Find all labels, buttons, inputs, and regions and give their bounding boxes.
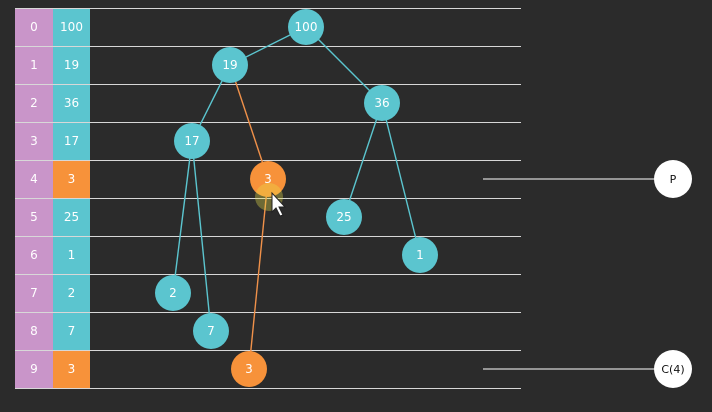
tree-node-n0: 100 <box>288 9 324 45</box>
array-index-0: 0 <box>15 8 53 46</box>
array-index-4: 4 <box>15 160 53 198</box>
array-value-7: 2 <box>53 274 90 312</box>
row-line <box>15 122 521 123</box>
row-line <box>15 198 521 199</box>
array-value-4: 3 <box>53 160 90 198</box>
row-line <box>15 160 521 161</box>
tree-node-n8: 7 <box>193 313 229 349</box>
mouse-cursor-icon <box>255 183 287 217</box>
tree-node-label: 19 <box>222 58 237 72</box>
array-value-8: 7 <box>53 312 90 350</box>
tree-node-n9: 3 <box>231 351 267 387</box>
tree-edge-17-2 <box>172 140 193 294</box>
tree-node-label: 36 <box>374 96 389 110</box>
tree-node-circle <box>288 9 324 45</box>
row-line <box>15 84 521 85</box>
parent-pointer: P <box>483 160 692 198</box>
row-line <box>15 8 521 9</box>
array-index-3: 3 <box>15 122 53 160</box>
array-value-0: 100 <box>53 8 90 46</box>
tree-edge-17-7 <box>191 140 212 332</box>
tree-node-label: 25 <box>336 210 351 224</box>
array-index-5: 5 <box>15 198 53 236</box>
child-pointer: C(4) <box>483 350 692 388</box>
array-value-6: 1 <box>53 236 90 274</box>
tree-node-circle <box>174 123 210 159</box>
row-line <box>15 274 521 275</box>
tree-node-circle <box>231 351 267 387</box>
tree-node-label: 3 <box>264 172 272 186</box>
tree-nodes: 100 19 36 17 3 25 1 2 7 3 <box>155 9 438 387</box>
array-value-2: 36 <box>53 84 90 122</box>
tree-node-circle <box>193 313 229 349</box>
tree-node-label: 3 <box>245 362 253 376</box>
tree-node-circle <box>155 275 191 311</box>
array-index-2: 2 <box>15 84 53 122</box>
tree-node-label: 1 <box>416 248 424 262</box>
tree-edge-19-3 <box>229 64 269 180</box>
tree-node-n4: 3 <box>250 161 286 197</box>
tree-edge-36-25 <box>343 102 383 218</box>
tree-node-n5: 25 <box>326 199 362 235</box>
tree-node-label: 2 <box>169 286 177 300</box>
tree-node-circle <box>326 199 362 235</box>
tree-node-n1: 19 <box>212 47 248 83</box>
tree-node-circle <box>364 85 400 121</box>
tree-edge-3-3 <box>248 178 269 370</box>
tree-node-label: 100 <box>295 20 318 34</box>
tree-node-n7: 2 <box>155 275 191 311</box>
pointer-label: P <box>670 173 677 186</box>
array-value-9: 3 <box>53 350 90 388</box>
pointer-circle <box>654 350 692 388</box>
tree-edge-36-1 <box>381 102 421 256</box>
pointer-label: C(4) <box>661 363 684 376</box>
row-line <box>15 312 521 313</box>
tree-node-circle <box>402 237 438 273</box>
pointer-markers: P C(4) <box>483 160 692 388</box>
array-index-9: 9 <box>15 350 53 388</box>
tree-node-circle <box>212 47 248 83</box>
array-value-1: 19 <box>53 46 90 84</box>
tree-node-label: 7 <box>207 324 215 338</box>
tree-node-n3: 17 <box>174 123 210 159</box>
array-index-8: 8 <box>15 312 53 350</box>
array-index-6: 6 <box>15 236 53 274</box>
tree-node-n6: 1 <box>402 237 438 273</box>
tree-node-n2: 36 <box>364 85 400 121</box>
array-value-3: 17 <box>53 122 90 160</box>
row-line <box>15 350 521 351</box>
array-index-7: 7 <box>15 274 53 312</box>
row-line <box>15 236 521 237</box>
tree-node-label: 17 <box>184 134 199 148</box>
array-value-5: 25 <box>53 198 90 236</box>
array-index-1: 1 <box>15 46 53 84</box>
tree-node-circle <box>250 161 286 197</box>
row-line <box>15 388 521 389</box>
pointer-circle <box>654 160 692 198</box>
